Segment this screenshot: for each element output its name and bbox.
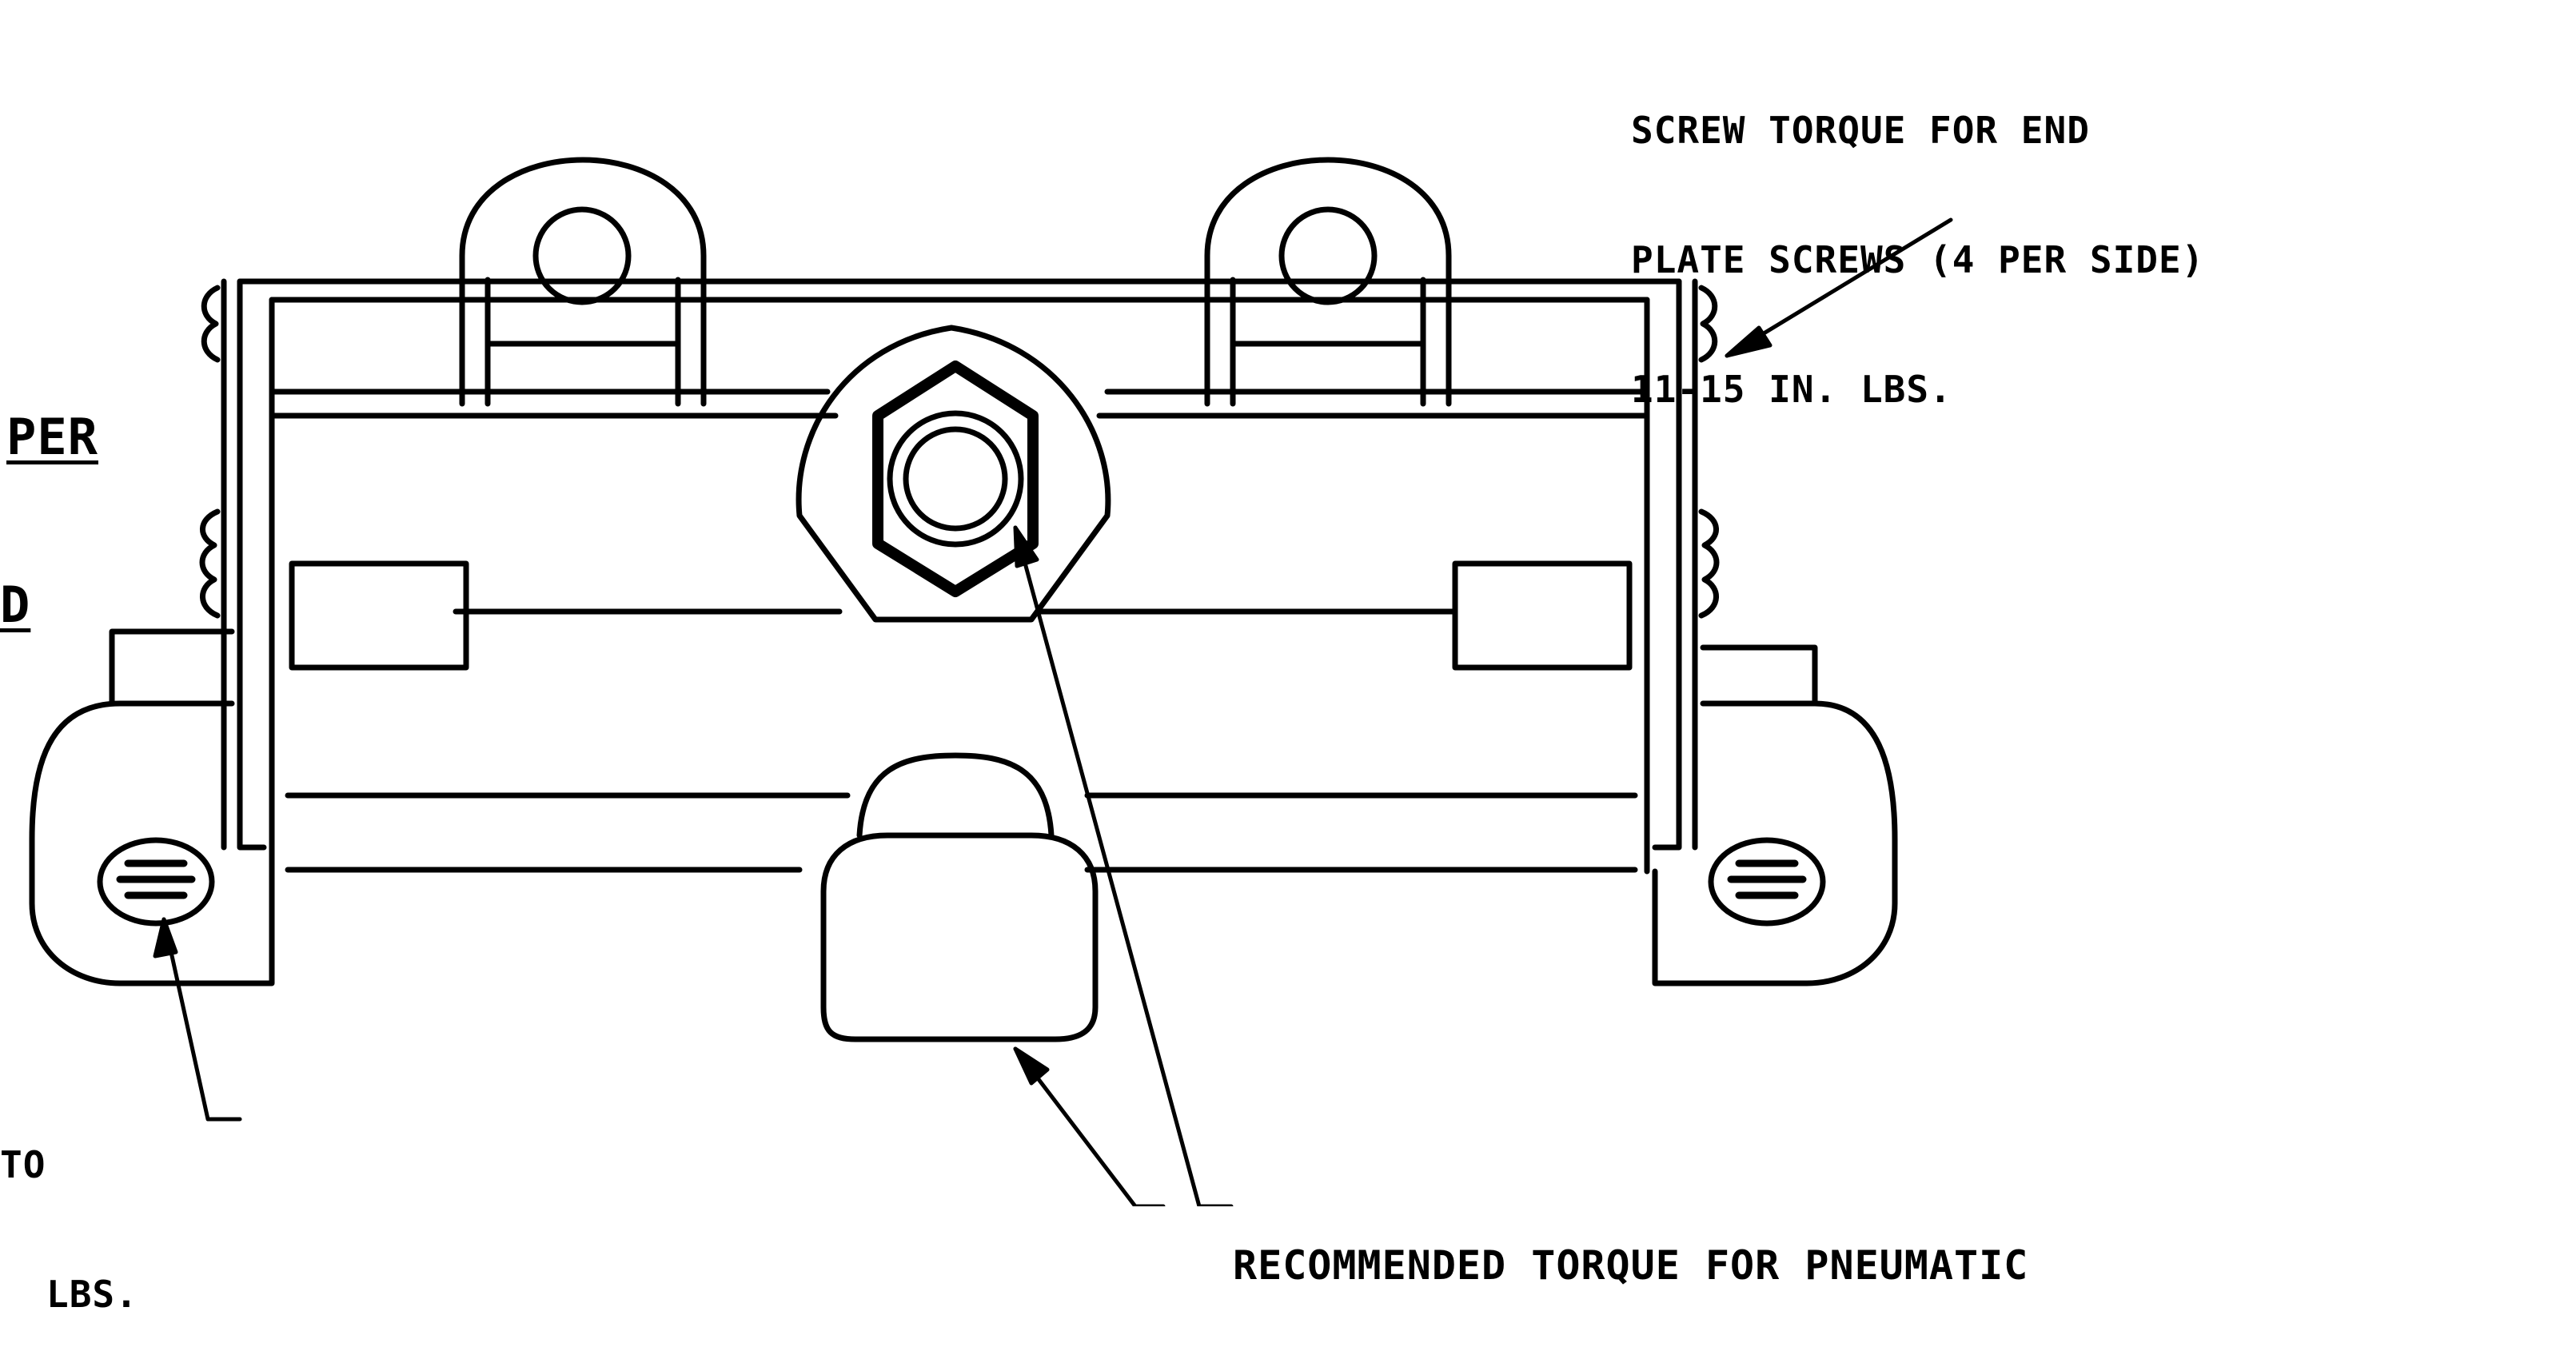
left-mounting-foot [29,628,275,986]
callout-line: PLATE SCREWS (4 PER SIDE) [1631,238,2205,281]
mounting-lug-right [1204,157,1452,407]
callout-line: PER [6,408,98,466]
callout-line: D [0,576,31,634]
callout-line: TO [0,1143,46,1186]
leader-left-bottom [153,917,242,1122]
left-end-plate [199,278,267,851]
callout-end-plate-screw-torque: SCREW TORQUE FOR END PLATE SCREWS (4 PER… [1631,22,2204,454]
callout-line: LBS. [46,1273,138,1316]
callout-line: SCREW TORQUE FOR END [1631,109,2090,152]
callout-left-bottom-partial: TO LBS. [0,1057,138,1359]
actuator-assembly-drawing [29,157,1953,1206]
callout-line: RECOMMENDED TORQUE FOR PNEUMATIC [1233,1242,2029,1289]
right-mounting-foot [1652,644,1898,986]
main-body [237,278,1682,875]
bottom-boss [820,752,1099,1042]
callout-pneumatic-torque: RECOMMENDED TORQUE FOR PNEUMATIC [1233,1158,2028,1330]
mounting-lug-left [459,157,707,407]
callout-line: 11-15 IN. LBS. [1631,368,1952,411]
pneumatic-fitting [796,325,1111,623]
leader-top-right [1725,217,1953,358]
left-port [289,560,469,671]
right-port [1452,560,1633,671]
callout-left-top-partial: PER D [0,297,98,689]
leader-bottom [1013,525,1234,1206]
right-end-plate [1652,278,1720,851]
